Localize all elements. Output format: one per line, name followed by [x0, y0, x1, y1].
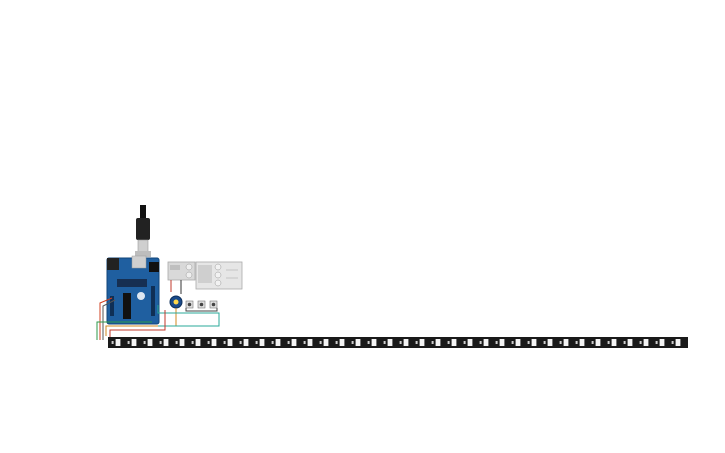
- usb-cable[interactable]: [135, 205, 151, 257]
- led-pad: [527, 341, 530, 344]
- led-pixel: [467, 339, 473, 346]
- led-pixel: [243, 339, 249, 346]
- relay-module[interactable]: [195, 261, 243, 290]
- led-pad: [255, 341, 258, 344]
- wire-vcc-strip: [109, 310, 166, 340]
- led-pad: [159, 341, 162, 344]
- neopixel-led-strip[interactable]: [108, 337, 688, 348]
- led-pad: [319, 341, 322, 344]
- led-pad: [383, 341, 386, 344]
- led-pixels: [111, 339, 681, 346]
- wire-ground: [102, 299, 116, 340]
- led-pixel: [531, 339, 537, 346]
- led-pixel: [291, 339, 297, 346]
- relay-module[interactable]: [167, 261, 196, 281]
- led-pixel: [611, 339, 617, 346]
- arduino-uno-board[interactable]: [106, 255, 160, 325]
- led-pad: [191, 341, 194, 344]
- led-pixel: [323, 339, 329, 346]
- led-pad: [335, 341, 338, 344]
- led-pad: [639, 341, 642, 344]
- led-pad: [175, 341, 178, 344]
- led-pixel: [499, 339, 505, 346]
- led-pad: [559, 341, 562, 344]
- led-pad: [623, 341, 626, 344]
- led-pad: [415, 341, 418, 344]
- led-pixel: [387, 339, 393, 346]
- led-pixel: [131, 339, 137, 346]
- led-pixel: [595, 339, 601, 346]
- led-pixel: [211, 339, 217, 346]
- led-pixel: [163, 339, 169, 346]
- led-pad: [671, 341, 674, 344]
- led-pad: [287, 341, 290, 344]
- led-pixel: [275, 339, 281, 346]
- led-pad: [223, 341, 226, 344]
- led-pad: [607, 341, 610, 344]
- led-pad: [591, 341, 594, 344]
- led-pad: [271, 341, 274, 344]
- led-pixel: [419, 339, 425, 346]
- potentiometer[interactable]: [169, 295, 183, 309]
- led-pixel: [147, 339, 153, 346]
- wire-control: [157, 305, 220, 327]
- wire-power: [99, 297, 113, 340]
- push-button[interactable]: [197, 300, 206, 309]
- led-pixel: [547, 339, 553, 346]
- wire-signal: [105, 308, 177, 336]
- led-pad: [495, 341, 498, 344]
- led-pad: [431, 341, 434, 344]
- led-pad: [207, 341, 210, 344]
- led-pixel: [355, 339, 361, 346]
- led-pixel: [435, 339, 441, 346]
- led-pad: [479, 341, 482, 344]
- led-pixel: [179, 339, 185, 346]
- led-pixel: [371, 339, 377, 346]
- led-pixel: [659, 339, 665, 346]
- wires: [96, 280, 220, 340]
- led-pixel: [195, 339, 201, 346]
- led-pixel: [259, 339, 265, 346]
- led-pad: [111, 341, 114, 344]
- led-pixel: [227, 339, 233, 346]
- led-pad: [351, 341, 354, 344]
- led-pixel: [483, 339, 489, 346]
- led-pixel: [675, 339, 681, 346]
- led-pad: [575, 341, 578, 344]
- led-pad: [447, 341, 450, 344]
- led-pixel: [515, 339, 521, 346]
- led-pad: [303, 341, 306, 344]
- led-pixel: [627, 339, 633, 346]
- led-pixel: [563, 339, 569, 346]
- led-pixel: [307, 339, 313, 346]
- push-button[interactable]: [209, 300, 218, 309]
- led-pad: [127, 341, 130, 344]
- led-pixel: [115, 339, 121, 346]
- led-pixel: [451, 339, 457, 346]
- led-pixel: [579, 339, 585, 346]
- led-pixel: [339, 339, 345, 346]
- led-pad: [463, 341, 466, 344]
- wire-data: [96, 321, 152, 340]
- led-pad: [655, 341, 658, 344]
- led-pad: [143, 341, 146, 344]
- push-button[interactable]: [185, 300, 194, 309]
- led-pad: [543, 341, 546, 344]
- led-pad: [399, 341, 402, 344]
- led-pixel: [643, 339, 649, 346]
- led-pad: [367, 341, 370, 344]
- led-pad: [239, 341, 242, 344]
- led-pixel: [403, 339, 409, 346]
- led-pad: [511, 341, 514, 344]
- wire-button-link: [185, 308, 218, 312]
